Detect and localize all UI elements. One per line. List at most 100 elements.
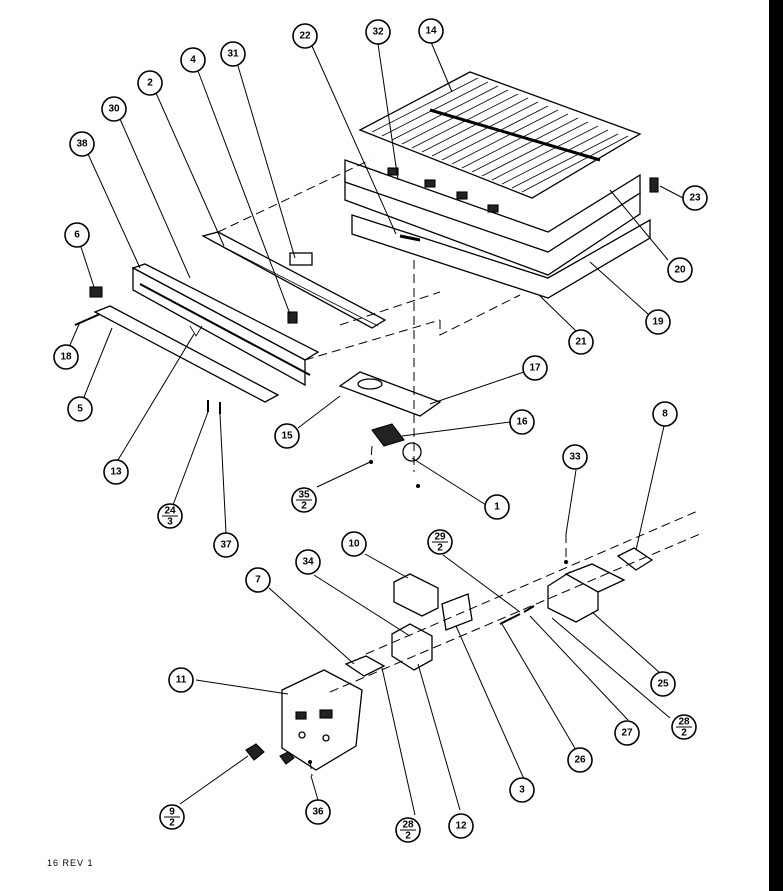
callout-number: 2 <box>147 78 153 89</box>
callout-33: 33 <box>562 444 588 470</box>
callout-37: 37 <box>213 532 239 558</box>
callout-number: 15 <box>281 431 293 442</box>
callout-36: 36 <box>305 799 331 825</box>
callout-quantity: 2 <box>405 831 411 842</box>
callout-16: 16 <box>509 409 535 435</box>
callout-number: 33 <box>569 452 581 463</box>
callout-circle <box>652 401 678 427</box>
callout-circle <box>650 671 676 697</box>
callout-quantity: 2 <box>169 818 175 829</box>
callout-circle <box>64 222 90 248</box>
callout-circle <box>682 185 708 211</box>
callout-24: 243 <box>157 503 183 529</box>
callout-13: 13 <box>103 459 129 485</box>
callout-26: 26 <box>567 747 593 773</box>
callout-28a: 282 <box>671 714 697 740</box>
callout-7: 7 <box>245 567 271 593</box>
callout-quantity: 2 <box>437 543 443 554</box>
callout-12: 12 <box>448 813 474 839</box>
callout-number: 29 <box>434 532 446 543</box>
callout-quantity: 2 <box>681 728 687 739</box>
callout-number: 31 <box>227 49 239 60</box>
callout-31: 31 <box>220 41 246 67</box>
callout-circle <box>180 47 206 73</box>
callout-number: 1 <box>494 502 500 513</box>
callout-1: 1 <box>484 494 510 520</box>
callout-number: 30 <box>108 104 120 115</box>
callout-circle <box>103 459 129 485</box>
callout-circle <box>484 494 510 520</box>
callout-17: 17 <box>522 355 548 381</box>
callout-circle <box>245 567 271 593</box>
callout-15: 15 <box>274 423 300 449</box>
callout-number: 27 <box>621 728 633 739</box>
callout-21: 21 <box>568 329 594 355</box>
callout-number: 9 <box>169 807 175 818</box>
callout-circle <box>562 444 588 470</box>
callout-quantity: 2 <box>301 501 307 512</box>
callout-circle <box>305 799 331 825</box>
callout-number: 3 <box>519 785 525 796</box>
callout-35: 352 <box>291 487 317 513</box>
callout-balloons: 1432223142303861851324337232019211716153… <box>53 18 708 843</box>
control-channel-assembly <box>74 231 387 414</box>
callout-circle <box>341 531 367 557</box>
callout-number: 10 <box>348 539 360 550</box>
revision-footer: 16 REV 1 <box>47 858 94 868</box>
callout-29: 292 <box>427 529 453 555</box>
right-edge-bar <box>769 0 783 891</box>
callout-18: 18 <box>53 344 79 370</box>
callout-circle <box>67 396 93 422</box>
leader-lines <box>69 41 684 816</box>
callout-25: 25 <box>650 671 676 697</box>
callout-number: 16 <box>516 417 528 428</box>
callout-number: 18 <box>60 352 72 363</box>
callout-22: 22 <box>292 23 318 49</box>
callout-number: 5 <box>77 404 83 415</box>
callout-circle <box>614 720 640 746</box>
callout-quantity: 3 <box>167 517 173 528</box>
callout-circle <box>567 747 593 773</box>
callout-34: 34 <box>295 549 321 575</box>
callout-number: 36 <box>312 807 324 818</box>
callout-circle <box>522 355 548 381</box>
callout-20: 20 <box>667 257 693 283</box>
callout-circle <box>53 344 79 370</box>
light-housing <box>338 371 442 488</box>
callout-circle <box>168 667 194 693</box>
callout-number: 24 <box>164 506 176 517</box>
callout-circle <box>365 19 391 45</box>
callout-number: 14 <box>425 26 437 37</box>
callout-3: 3 <box>509 777 535 803</box>
callout-number: 28 <box>402 820 414 831</box>
callout-number: 32 <box>372 27 384 38</box>
callout-27: 27 <box>614 720 640 746</box>
callout-11: 11 <box>168 667 194 693</box>
callout-14: 14 <box>418 18 444 44</box>
callout-5: 5 <box>67 396 93 422</box>
callout-circle <box>509 409 535 435</box>
callout-circle <box>69 131 95 157</box>
shelf-assembly <box>344 71 659 299</box>
callout-number: 22 <box>299 31 311 42</box>
callout-number: 11 <box>176 675 187 686</box>
callout-circle <box>645 309 671 335</box>
callout-number: 13 <box>110 467 122 478</box>
callout-number: 26 <box>574 755 586 766</box>
callout-number: 21 <box>575 337 587 348</box>
callout-number: 23 <box>689 193 701 204</box>
drawer-tabs <box>387 167 499 213</box>
callout-number: 17 <box>529 363 541 374</box>
callout-number: 25 <box>657 679 669 690</box>
callout-23: 23 <box>682 185 708 211</box>
callout-32: 32 <box>365 19 391 45</box>
callout-30: 30 <box>101 96 127 122</box>
callout-4: 4 <box>180 47 206 73</box>
callout-circle <box>509 777 535 803</box>
callout-number: 6 <box>74 230 80 241</box>
callout-circle <box>448 813 474 839</box>
callout-number: 4 <box>190 55 196 66</box>
callout-circle <box>213 532 239 558</box>
callout-circle <box>274 423 300 449</box>
